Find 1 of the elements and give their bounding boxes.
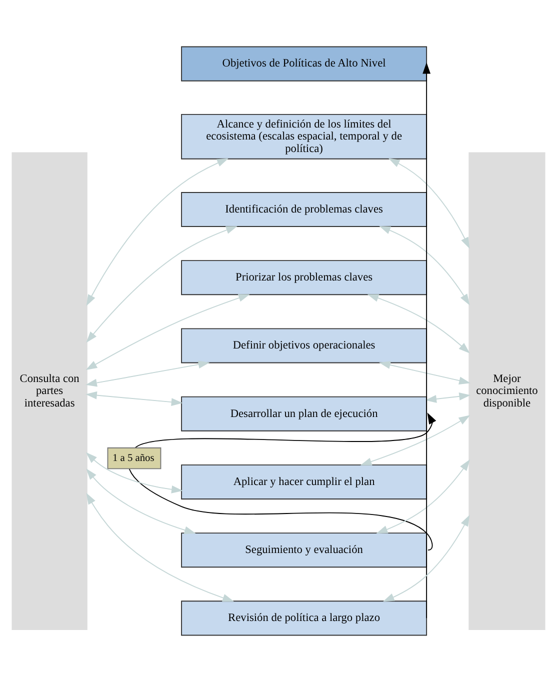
edge-label: 1 a 5 años [112,452,154,464]
